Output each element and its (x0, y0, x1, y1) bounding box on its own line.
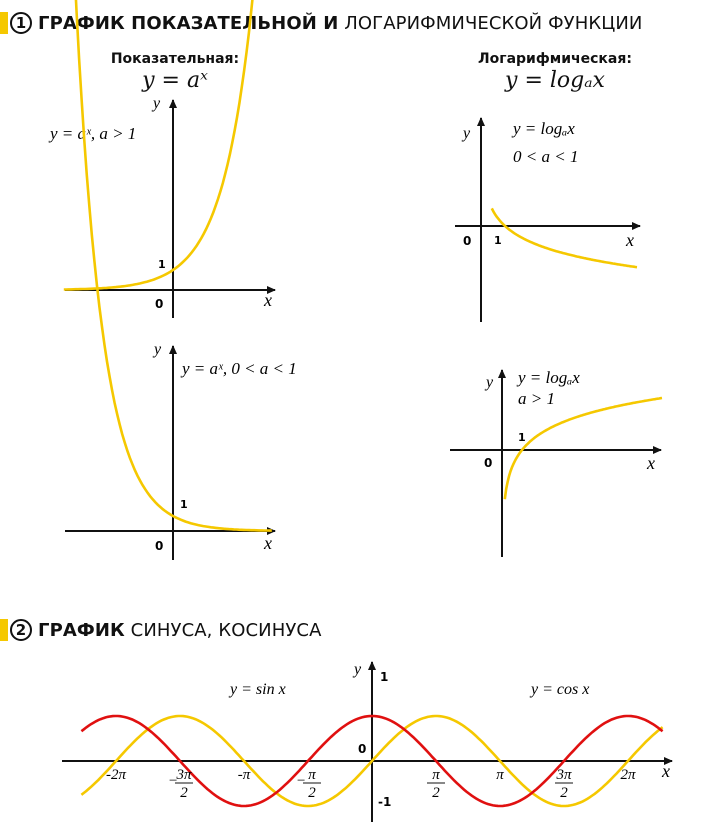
x-tick-label: π (496, 767, 504, 783)
svg-text:3π: 3π (555, 767, 572, 783)
svg-text:2: 2 (308, 785, 316, 801)
x-axis-label: x (661, 761, 670, 781)
tick-label-1: 1 (494, 234, 502, 247)
tick-label-1: 1 (158, 258, 166, 271)
log-increasing-curve (503, 396, 663, 500)
graph-label: y = aˣ, 0 < a < 1 (180, 359, 297, 378)
graph-exp-growth: 1 0 x y y = aˣ, a > 1 (48, 0, 276, 318)
svg-text:−: − (296, 773, 306, 789)
graph-label-line-2: a > 1 (518, 389, 555, 408)
x-tick-label: π2 (427, 767, 445, 801)
section-2-header: 2 ГРАФИК СИНУСА, КОСИНУСА (0, 615, 322, 645)
exp-growth-curve (63, 0, 254, 291)
graph-log-increasing: 1 0 x y y = logₐx a > 1 (450, 368, 663, 557)
x-tick-label: -π (238, 767, 251, 783)
section-title-light: СИНУСА, КОСИНУСА (130, 619, 322, 641)
section-number: 2 (10, 619, 32, 641)
origin-label: 0 (463, 234, 471, 248)
section-title: ГРАФИК ПОКАЗАТЕЛЬНОЙ И ЛОГАРИФМИЧЕСКОЙ Ф… (38, 13, 642, 34)
svg-text:π: π (432, 767, 440, 783)
y-axis-label: y (152, 341, 162, 358)
y-axis-label: y (461, 125, 471, 142)
accent-bar (0, 12, 8, 34)
x-tick-label: −π 2 (296, 767, 321, 801)
x-axis-label: x (263, 290, 272, 310)
exp-decay-curve (74, 0, 272, 532)
y-tick-negative: -1 (378, 795, 391, 809)
origin-label: 0 (155, 297, 163, 311)
tick-label-1: 1 (518, 431, 526, 444)
section-1-header: 1 ГРАФИК ПОКАЗАТЕЛЬНОЙ И ЛОГАРИФМИЧЕСКОЙ… (0, 8, 642, 38)
origin-label: 0 (358, 742, 366, 756)
origin-label: 0 (484, 456, 492, 470)
svg-text:2: 2 (432, 785, 440, 801)
graph-sin-cos: y 1 -1 0 x y = sin x y = cos x -2π−3π2-π… (62, 661, 673, 822)
section-title-light: ЛОГАРИФМИЧЕСКОЙ ФУНКЦИИ (344, 12, 643, 34)
log-decreasing-curve (490, 207, 638, 269)
exponential-heading: Показательная: (110, 51, 240, 67)
x-tick-label: 2π (620, 767, 636, 783)
section-title: ГРАФИК СИНУСА, КОСИНУСА (38, 620, 322, 641)
graph-label-line-1: y = logₐx (516, 368, 580, 387)
svg-text:2: 2 (560, 785, 568, 801)
section-title-bold: ГРАФИК ПОКАЗАТЕЛЬНОЙ И (38, 12, 339, 34)
sin-label: y = sin x (228, 681, 286, 698)
graph-log-decreasing: 1 0 x y y = logₐx 0 < a < 1 (455, 117, 641, 322)
x-tick-label: 3π2 (555, 767, 573, 801)
x-axis-label: x (625, 230, 634, 250)
y-axis-label: y (151, 95, 161, 112)
logarithmic-formula: y = logₐx (505, 68, 605, 93)
y-tick-positive: 1 (380, 670, 388, 684)
y-axis-label: y (352, 661, 362, 678)
graph-label-line-2: 0 < a < 1 (513, 147, 578, 166)
sine-curve (80, 714, 664, 808)
graph-label: y = aˣ, a > 1 (48, 124, 136, 143)
logarithmic-heading: Логарифмическая: (478, 51, 632, 67)
y-axis-label: y (484, 374, 494, 391)
section-title-bold: ГРАФИК (38, 619, 125, 641)
svg-text:3π: 3π (175, 767, 192, 783)
accent-bar (0, 619, 8, 641)
x-axis-label: x (263, 533, 272, 553)
svg-text:2: 2 (180, 785, 188, 801)
cosine-curve (80, 714, 664, 808)
svg-text:π: π (308, 767, 316, 783)
graph-exp-decay: 1 0 x y y = aˣ, 0 < a < 1 (65, 0, 297, 560)
x-tick-label: -2π (106, 767, 126, 783)
x-tick-label: −3π 2 (168, 767, 193, 801)
x-axis-label: x (646, 453, 655, 473)
cos-label: y = cos x (529, 681, 589, 698)
origin-label: 0 (155, 539, 163, 553)
section-number: 1 (10, 12, 32, 34)
svg-text:−: − (168, 773, 178, 789)
tick-label-1: 1 (180, 498, 188, 511)
graph-label-line-1: y = logₐx (511, 119, 575, 138)
exponential-formula: y = aˣ (142, 68, 208, 93)
